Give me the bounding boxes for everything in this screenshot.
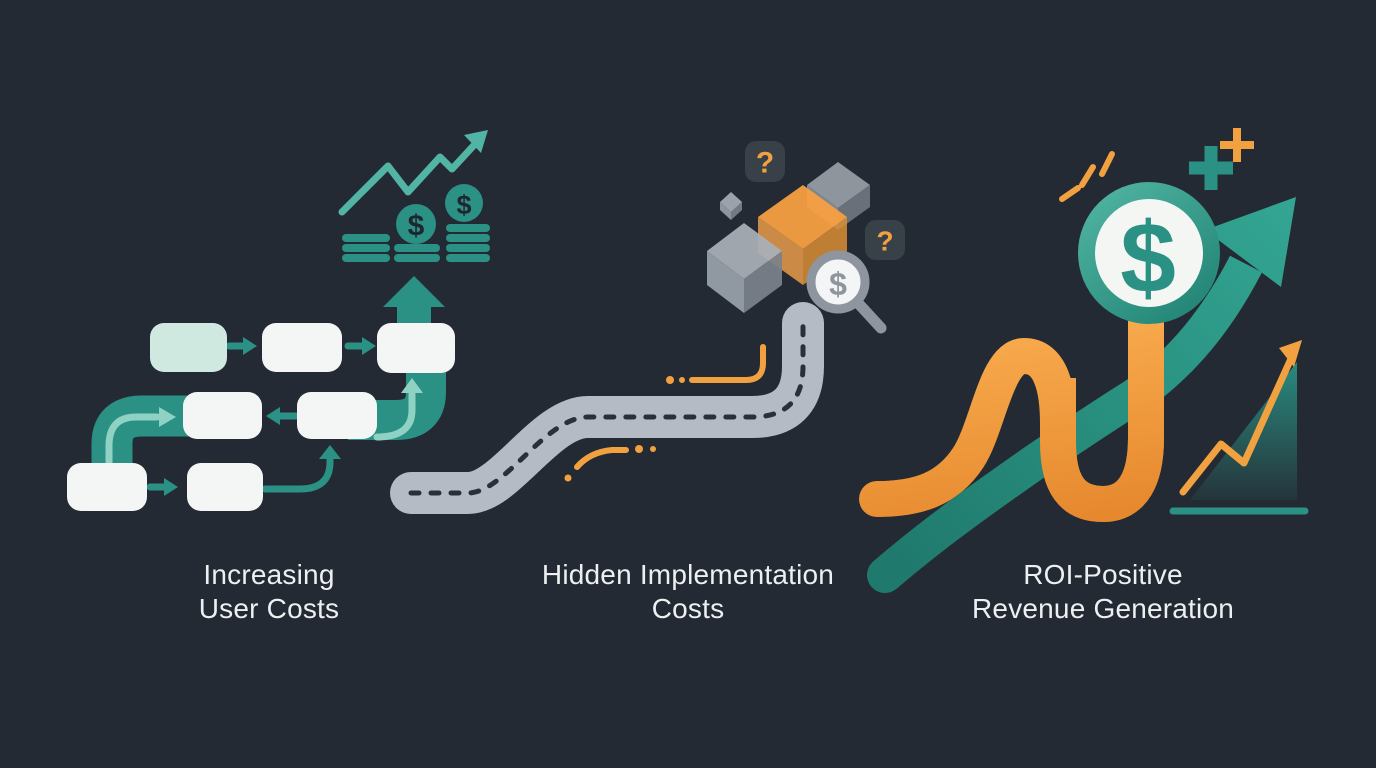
flowchart-rising-money-icon: $ $ xyxy=(67,130,490,511)
small-cube-icon xyxy=(720,192,742,220)
flow-boxes xyxy=(67,323,455,511)
ribbon-growth-dollar-icon: $ xyxy=(859,128,1309,593)
growth-arrowhead xyxy=(1205,197,1296,287)
dollar-glyph: $ xyxy=(408,210,425,243)
flow-box xyxy=(183,392,262,439)
caption-line: Increasing xyxy=(203,559,335,590)
winding-road xyxy=(390,302,824,514)
flow-box xyxy=(67,463,147,511)
question-badge: ? xyxy=(745,141,785,182)
big-up-arrow-icon xyxy=(383,276,445,327)
road-dashed-line xyxy=(408,320,806,496)
winding-road-cubes-icon: ? ? $ xyxy=(390,141,905,514)
flow-arrows xyxy=(146,337,376,496)
dollar-glyph: $ xyxy=(456,190,471,220)
flow-box xyxy=(377,323,455,373)
band-highlight-arrows xyxy=(105,378,423,467)
flow-box-start xyxy=(150,323,227,372)
magnifier-dollar-icon: $ xyxy=(806,250,887,334)
caption-line: ROI-Positive xyxy=(1023,559,1183,590)
plus-icon xyxy=(1189,146,1233,190)
caption-hidden-implementation-costs: Hidden Implementation Costs xyxy=(468,558,908,626)
flow-box xyxy=(262,323,342,372)
caption-increasing-user-costs: Increasing User Costs xyxy=(49,558,489,626)
question-glyph: ? xyxy=(756,147,774,180)
question-badge: ? xyxy=(865,220,905,260)
caption-line: Costs xyxy=(651,593,725,624)
caption-line: Hidden Implementation xyxy=(541,559,835,590)
coin-stacks-icon: $ $ xyxy=(342,184,490,262)
dollar-glyph: $ xyxy=(1120,202,1176,314)
dollar-coin-icon: $ xyxy=(1078,182,1220,324)
caption-line: Revenue Generation xyxy=(972,593,1234,624)
cubes-cluster xyxy=(707,162,870,313)
plus-icon xyxy=(1220,128,1254,162)
caption-line: User Costs xyxy=(198,593,340,624)
dollar-glyph: $ xyxy=(829,266,847,302)
sparkle-rays-icon xyxy=(1059,151,1115,202)
trend-arrow-icon xyxy=(338,130,488,216)
flow-box xyxy=(187,463,263,511)
gray-cube-icon xyxy=(707,223,782,313)
caption-roi-positive-revenue-generation: ROI-Positive Revenue Generation xyxy=(883,558,1323,626)
question-glyph: ? xyxy=(876,226,893,257)
flow-box xyxy=(297,392,377,439)
road-accent-lines xyxy=(564,344,766,482)
mini-growth-chart xyxy=(1169,340,1309,515)
orange-ribbon-front xyxy=(1040,316,1164,523)
